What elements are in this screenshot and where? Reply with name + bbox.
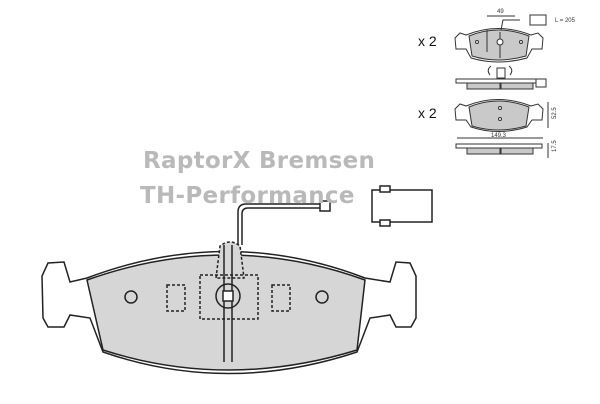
- dim-sensor-offset: 49: [497, 9, 504, 15]
- watermark-line2: TH-Performance: [140, 183, 355, 209]
- quantity-bottom: x 2: [418, 105, 437, 121]
- dim-wire-length: L = 205: [555, 18, 576, 24]
- left-hole: [124, 290, 138, 304]
- sensor-tab: [215, 241, 245, 279]
- quantity-top: x 2: [418, 33, 437, 49]
- sensor-wire: [237, 203, 322, 245]
- dim-height: 52.5: [552, 107, 558, 119]
- connector: [371, 189, 433, 223]
- friction-material: [86, 254, 366, 371]
- left-clip: [166, 284, 186, 312]
- small-pad-plain: 149.3 52.5 17.5: [454, 99, 558, 158]
- center-hole: [215, 283, 241, 309]
- dim-thickness: 17.5: [552, 140, 558, 152]
- wear-sensor: [237, 185, 433, 245]
- dim-width: 149.3: [491, 133, 507, 139]
- right-hole: [315, 290, 329, 304]
- center-boss: [199, 274, 259, 320]
- main-pad: [41, 241, 417, 375]
- watermark-line1: RaptorX Bremsen: [143, 148, 376, 174]
- right-clip: [271, 284, 291, 312]
- small-pad-with-sensor: 49 L = 205: [454, 9, 576, 90]
